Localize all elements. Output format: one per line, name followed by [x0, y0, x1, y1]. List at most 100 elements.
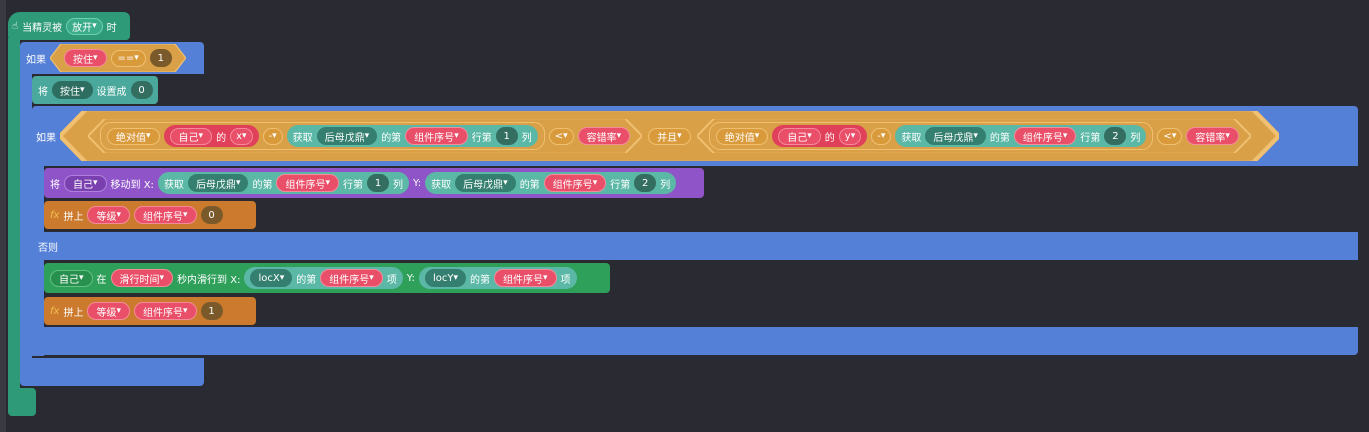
minus-dropdown-x[interactable]: -	[262, 127, 283, 145]
fx-icon-2: fx	[50, 305, 60, 317]
variable-pill-holding[interactable]: 按住	[64, 49, 107, 67]
list-dropdown-y[interactable]: 后母戊鼎	[925, 127, 986, 145]
move-list-dropdown-x[interactable]: 后母戊鼎	[187, 174, 249, 192]
of-label-y: 的	[824, 132, 835, 144]
script-spine	[8, 38, 20, 390]
move-get-y-reporter[interactable]: 获取 后母戊鼎 的第 组件序号 行第 2 列	[425, 172, 677, 194]
self-dropdown-x[interactable]: 自己	[169, 127, 213, 145]
if-block-inner-footer	[32, 327, 1358, 355]
move-item-of-x: 的第	[252, 179, 273, 191]
move-col-input-x[interactable]: 1	[367, 174, 389, 192]
event-hat-block[interactable]: ☝ 当精灵被 放开 时	[8, 12, 130, 40]
get-item-reporter-x[interactable]: 获取 后母戊鼎 的第 组件序号 行第 1 列	[286, 125, 538, 147]
append-value-input-2[interactable]: 1	[200, 302, 223, 320]
append-var-dropdown-2[interactable]: 等级	[87, 302, 130, 320]
move-col-suffix-x: 列	[393, 179, 403, 191]
append-value-input-1[interactable]: 0	[200, 206, 223, 224]
else-label: 否则	[38, 242, 58, 254]
set-label: 将	[38, 86, 48, 98]
if-block-inner-arm	[32, 166, 44, 356]
abs-reporter-y[interactable]: 绝对值 自己 的 y - 获取 后母戊鼎 的第 组件序号	[708, 122, 1154, 150]
append-label-1: 拼上	[63, 211, 84, 223]
glide-x-item-reporter[interactable]: locX 的第 组件序号 项	[244, 267, 403, 289]
glide-y-item-label: 项	[560, 274, 571, 286]
left-compare-hex[interactable]: 绝对值 自己 的 x - 获取 后母戊鼎 的第 组件序号	[88, 119, 643, 153]
self-x-reporter[interactable]: 自己 的 x	[163, 125, 259, 147]
glide-x-item-label: 项	[386, 274, 397, 286]
fx-icon-1: fx	[50, 209, 60, 221]
glide-y-index-variable[interactable]: 组件序号	[493, 269, 557, 287]
lt-dropdown-x[interactable]: <	[548, 127, 574, 145]
move-index-variable-x[interactable]: 组件序号	[276, 174, 339, 192]
append-block-1[interactable]: fx 拼上 等级 组件序号 0	[44, 201, 256, 229]
move-get-label-x: 获取	[163, 179, 184, 191]
right-compare-hex[interactable]: 绝对值 自己 的 y - 获取 后母戊鼎 的第 组件序号	[696, 119, 1251, 153]
lt-dropdown-y[interactable]: <	[1157, 127, 1183, 145]
col-input-y[interactable]: 2	[1104, 127, 1127, 145]
get-item-reporter-y[interactable]: 获取 后母戊鼎 的第 组件序号 行第 2 列	[895, 125, 1147, 147]
condition-hex[interactable]: 按住 == 1	[50, 44, 186, 72]
glide-duration-variable[interactable]: 滑行时间	[110, 269, 174, 287]
if-block-inner[interactable]: 如果 绝对值 自己 的	[32, 106, 1358, 166]
compound-condition-hex[interactable]: 绝对值 自己 的 x - 获取 后母戊鼎 的第 组件序号	[60, 111, 1279, 161]
self-y-reporter[interactable]: 自己 的 y	[772, 125, 868, 147]
glide-to-block[interactable]: 自己 在 滑行时间 秒内滑行到 X: locX 的第 组件序号 项 Y: loc…	[44, 263, 610, 293]
glide-target-dropdown[interactable]: 自己	[50, 269, 93, 287]
item-of-label-y: 的第	[989, 132, 1010, 144]
glide-yvar-dropdown[interactable]: locY	[424, 269, 466, 287]
move-to-block[interactable]: 将 自己 移动到 X: 获取 后母戊鼎 的第 组件序号 行第 1 列 Y: 获取…	[44, 168, 704, 198]
event-dropdown[interactable]: 放开	[66, 17, 103, 35]
set-variable-block[interactable]: 将 按住 设置成 0	[32, 76, 158, 104]
move-row-suffix-x: 行第	[343, 179, 363, 191]
self-dropdown-y[interactable]: 自己	[778, 127, 821, 145]
tolerance-variable-x[interactable]: 容错率	[577, 127, 631, 145]
minus-dropdown-y[interactable]: -	[871, 127, 892, 145]
glide-at-label: 在	[96, 274, 107, 286]
index-variable-y[interactable]: 组件序号	[1013, 127, 1077, 145]
move-list-dropdown-y[interactable]: 后母戊鼎	[455, 174, 516, 192]
glide-y-label: Y:	[406, 272, 415, 284]
row-suffix-x: 行第	[471, 132, 492, 144]
move-y-label: Y:	[413, 177, 422, 189]
if-block-outer[interactable]: 如果 按住 == 1	[20, 42, 204, 74]
operator-dropdown[interactable]: ==	[110, 49, 146, 67]
abs-reporter-x[interactable]: 绝对值 自己 的 x - 获取 后母戊鼎 的第 组件序号	[100, 122, 545, 150]
glide-x-item-of: 的第	[296, 274, 317, 286]
col-input-x[interactable]: 1	[495, 127, 518, 145]
move-get-x-reporter[interactable]: 获取 后母戊鼎 的第 组件序号 行第 1 列	[157, 172, 409, 194]
event-prefix: 当精灵被	[22, 22, 63, 34]
abs-dropdown-x[interactable]: 绝对值	[107, 127, 160, 145]
col-suffix-y: 列	[1130, 132, 1141, 144]
set-value-input[interactable]: 0	[130, 81, 153, 99]
move-index-variable-y[interactable]: 组件序号	[543, 174, 607, 192]
script-footer	[8, 388, 36, 416]
prop-dropdown-x[interactable]: x	[230, 127, 253, 145]
tolerance-variable-y[interactable]: 容错率	[1186, 127, 1239, 145]
append-var2-dropdown-1[interactable]: 组件序号	[133, 206, 197, 224]
item-of-label-x: 的第	[381, 132, 402, 144]
move-target-dropdown[interactable]: 自己	[64, 174, 107, 192]
append-var2-dropdown-2[interactable]: 组件序号	[133, 302, 197, 320]
glide-y-item-reporter[interactable]: locY 的第 组件序号 项	[418, 267, 577, 289]
if-block-outer-arm	[20, 74, 32, 358]
glide-action-label: 秒内滑行到 X:	[177, 274, 241, 286]
inner-if-label: 如果	[36, 132, 56, 144]
value-input[interactable]: 1	[149, 49, 172, 67]
if-label: 如果	[26, 54, 46, 66]
glide-xvar-dropdown[interactable]: locX	[250, 269, 293, 287]
abs-dropdown-y[interactable]: 绝对值	[715, 127, 769, 145]
append-var-dropdown-1[interactable]: 等级	[87, 206, 130, 224]
glide-x-index-variable[interactable]: 组件序号	[320, 269, 383, 287]
index-variable-x[interactable]: 组件序号	[405, 127, 468, 145]
prop-dropdown-y[interactable]: y	[838, 127, 862, 145]
append-block-2[interactable]: fx 拼上 等级 组件序号 1	[44, 297, 256, 325]
and-dropdown[interactable]: 并且	[648, 127, 691, 145]
move-label: 将	[50, 179, 60, 191]
move-col-input-y[interactable]: 2	[634, 174, 657, 192]
move-col-suffix-y: 列	[660, 179, 671, 191]
list-dropdown-x[interactable]: 后母戊鼎	[316, 127, 378, 145]
move-get-label-y: 获取	[431, 179, 452, 191]
set-variable-dropdown[interactable]: 按住	[52, 81, 93, 99]
move-item-of-y: 的第	[519, 179, 540, 191]
of-label-x: 的	[216, 132, 227, 144]
